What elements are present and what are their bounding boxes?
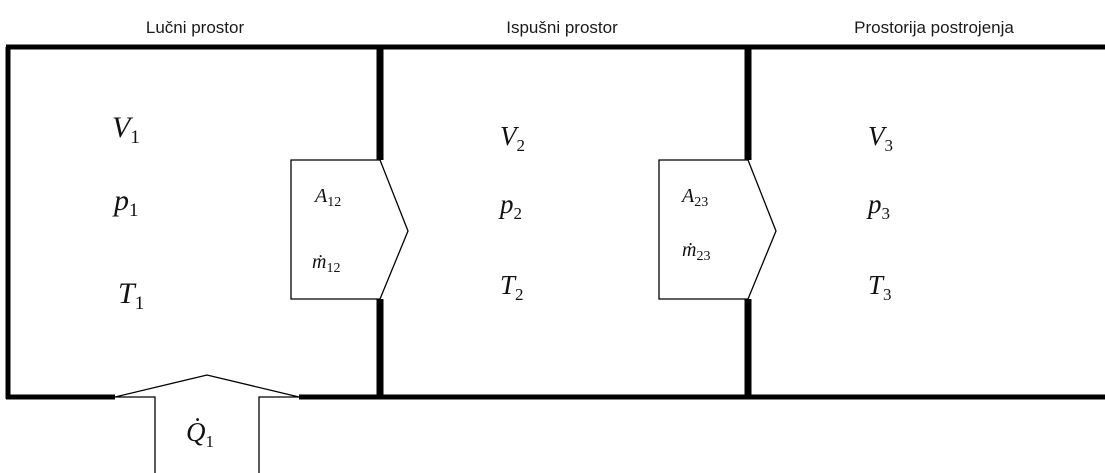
compartment-1-pressure: p1 [112, 184, 139, 221]
heat-input-label: Q̇1 [186, 417, 214, 451]
compartment-2-temperature: T2 [500, 270, 524, 304]
compartment-1-volume: V1 [112, 111, 140, 148]
opening-12-mass-flow: ṁ12 [312, 251, 340, 276]
opening-23-area: A23 [680, 185, 708, 210]
compartment-3-temperature: T3 [868, 270, 892, 304]
outer-walls [5, 44, 1105, 400]
compartment-2-volume: V2 [500, 121, 525, 155]
heat-input-arrow-icon [114, 374, 300, 473]
compartment-3-volume: V3 [868, 121, 893, 155]
opening-12-area: A12 [313, 185, 341, 210]
header-arc-space: Lučni prostor [146, 18, 245, 37]
partition-wall-1 [290, 47, 409, 399]
header-exhaust-space: Ispušni prostor [506, 18, 618, 37]
header-plant-room: Prostorija postrojenja [854, 18, 1014, 37]
compartment-2-pressure: p2 [498, 189, 522, 223]
compartment-3-pressure: p3 [866, 189, 890, 223]
compartment-1-temperature: T1 [118, 277, 144, 314]
partition-wall-2 [658, 47, 777, 399]
flow-arrow-12-icon [379, 159, 409, 300]
opening-23-nozzle [658, 159, 748, 300]
opening-23-mass-flow: ṁ23 [682, 239, 710, 264]
opening-12-nozzle [290, 159, 380, 300]
flow-arrow-23-icon [747, 159, 777, 300]
